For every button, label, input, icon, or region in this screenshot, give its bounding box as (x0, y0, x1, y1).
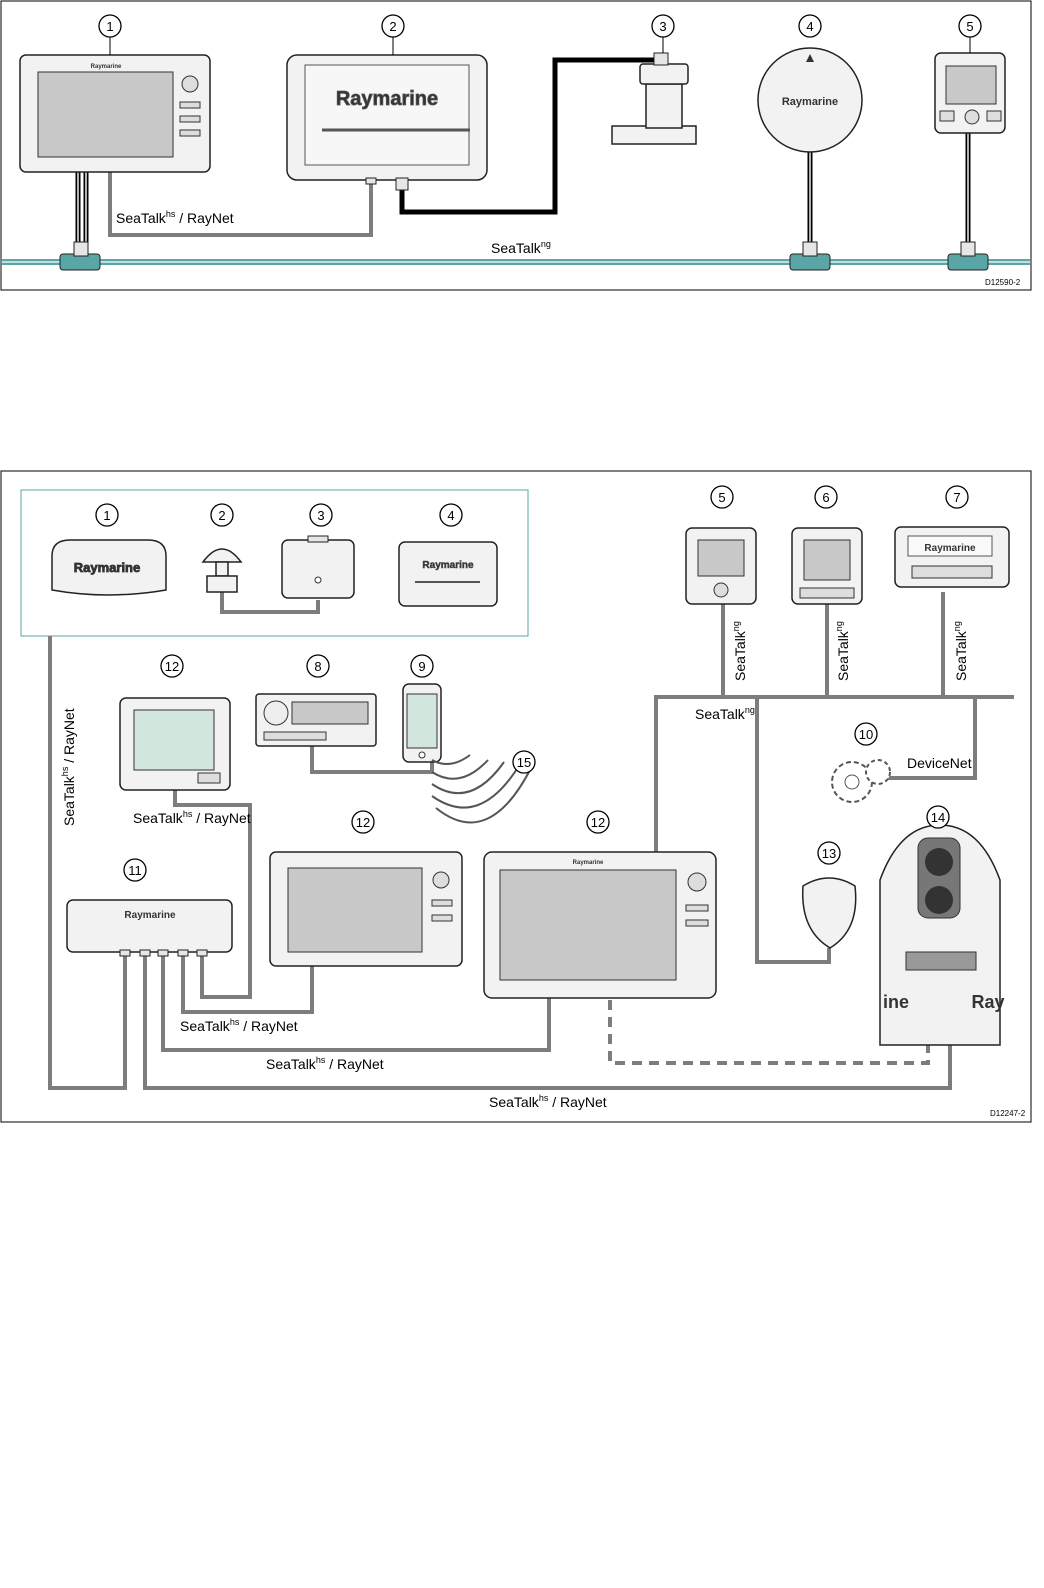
svg-text:ine: ine (883, 992, 909, 1012)
wireless-signal-icon (431, 754, 531, 824)
instrument-module-7: Raymarine (894, 526, 1010, 588)
label-seatalkng-backbone: SeaTalkng (491, 239, 551, 256)
callout-5: 5 (718, 490, 725, 505)
svg-text:Ray: Ray (971, 992, 1004, 1012)
seatalkng-spurs (721, 592, 945, 697)
label-seatalkhs-raynet-camera: SeaTalkhs / RayNet (489, 1093, 607, 1110)
devicenet-cable (880, 697, 977, 780)
hs-cable-camera (143, 955, 952, 1090)
callouts-diagram-1: 1 2 3 4 5 (98, 14, 982, 55)
callout-12c: 12 (591, 815, 605, 830)
callout-4: 4 (806, 19, 813, 34)
hs-cable-display-large (161, 955, 551, 1052)
callout-3: 3 (317, 508, 324, 523)
sensor-dome: Raymarine (757, 47, 863, 153)
engine-gears-icon (831, 759, 891, 803)
diagram-1-frame (0, 0, 1032, 291)
svg-text:Raymarine: Raymarine (782, 96, 838, 108)
t-connector-3 (947, 241, 989, 271)
callout-8: 8 (314, 659, 321, 674)
instrument-display (934, 52, 1006, 134)
callouts-diagram-2: 1 2 3 4 5 6 7 8 9 10 11 12 12 12 13 14 1… (95, 485, 969, 882)
ais-antenna (801, 877, 857, 949)
stereo-radio (255, 693, 377, 747)
instrument-display-5 (685, 527, 757, 605)
sirius-receiver (281, 535, 355, 599)
label-seatalkng-backbone-2: SeaTalkng (695, 705, 755, 722)
callout-10: 10 (859, 727, 873, 742)
label-seatalkng-7: SeaTalkng (952, 621, 969, 681)
callout-11: 11 (128, 863, 142, 878)
t-connector-2 (789, 241, 831, 271)
drawing-id-1: D12590-2 (985, 278, 1021, 287)
hs-cable-1 (108, 172, 373, 237)
svg-text:Raymarine: Raymarine (91, 64, 122, 70)
callout-2: 2 (389, 19, 396, 34)
spur-cable-display (75, 172, 89, 248)
thermal-camera: ine Ray (879, 824, 1005, 1046)
multifunction-display-mid (269, 851, 463, 967)
label-seatalkhs-raynet-1: SeaTalkhs / RayNet (116, 209, 234, 226)
callout-2: 2 (218, 508, 225, 523)
callout-4: 4 (447, 508, 454, 523)
callout-15: 15 (517, 755, 531, 770)
multifunction-display: Raymarine (19, 54, 211, 173)
svg-text:Raymarine: Raymarine (74, 560, 140, 575)
diagram-1: Raymarine Raymarine Raymarine (0, 0, 1032, 291)
svg-text:Raymarine: Raymarine (573, 860, 604, 866)
callout-1: 1 (103, 508, 110, 523)
peripheral-group-panel (20, 489, 529, 637)
callout-13: 13 (822, 846, 836, 861)
sonar-module-2: Raymarine (398, 541, 498, 607)
label-seatalkhs-raynet-vertical: SeaTalkhs / RayNet (60, 708, 77, 826)
svg-text:Raymarine: Raymarine (336, 88, 438, 110)
multifunction-display-large: Raymarine (483, 851, 717, 999)
hs-cable-display-mid (181, 955, 314, 1014)
transducer (611, 52, 697, 145)
svg-text:Raymarine: Raymarine (124, 910, 176, 921)
gps-antenna (201, 548, 243, 593)
label-seatalkhs-raynet-mid: SeaTalkhs / RayNet (180, 1017, 298, 1034)
callout-3: 3 (659, 19, 666, 34)
seatalkng-backbone-2 (654, 695, 1014, 852)
callout-14: 14 (931, 810, 945, 825)
multifunction-display-small (119, 697, 231, 791)
smartphone (402, 683, 442, 763)
video-cable-dashed (608, 1000, 930, 1065)
label-seatalkng-5: SeaTalkng (731, 621, 748, 681)
hs-cable-display-small (173, 790, 252, 999)
transducer-cable (399, 57, 660, 215)
network-switch: Raymarine (66, 899, 233, 957)
t-connector-1 (59, 241, 101, 271)
drawing-id-2: D12247-2 (990, 1109, 1026, 1118)
sonar-module: Raymarine (286, 54, 488, 191)
diagram-2-frame (0, 470, 1032, 1123)
callout-9: 9 (418, 659, 425, 674)
label-devicenet: DeviceNet (907, 755, 972, 771)
svg-text:Raymarine: Raymarine (422, 560, 474, 571)
audio-to-phone-cable (310, 745, 434, 774)
callout-12a: 12 (165, 659, 179, 674)
svg-text:Raymarine: Raymarine (924, 543, 976, 554)
callout-12b: 12 (356, 815, 370, 830)
callout-1: 1 (106, 19, 113, 34)
label-seatalkhs-raynet-small-display: SeaTalkhs / RayNet (133, 809, 251, 826)
label-seatalkhs-raynet-large: SeaTalkhs / RayNet (266, 1055, 384, 1072)
gps-to-sonar-cable (220, 592, 320, 614)
callout-6: 6 (822, 490, 829, 505)
diagram-2: Raymarine Raymarine (0, 470, 1032, 1123)
hs-cable-radar (48, 636, 127, 1090)
ng-cable-ais (755, 697, 831, 964)
radar-radome: Raymarine (51, 539, 167, 596)
pilot-controller-6 (791, 527, 863, 605)
callout-7: 7 (953, 490, 960, 505)
label-seatalkng-6: SeaTalkng (834, 621, 851, 681)
callout-5: 5 (966, 19, 973, 34)
